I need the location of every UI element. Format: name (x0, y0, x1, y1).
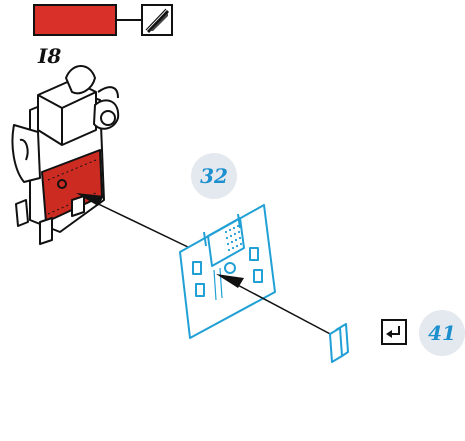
step-callout-32: 32 (191, 153, 237, 199)
callout-bubble (419, 310, 465, 356)
robot-body (11, 65, 120, 245)
panel-dot-grid (224, 224, 243, 252)
part-color-swatch (33, 4, 117, 36)
insert-arrow-bottom (216, 274, 335, 337)
part-label: I8 (37, 44, 61, 68)
callout-number: 32 (200, 164, 228, 188)
insert-arrow-top (76, 193, 191, 249)
step-callout-41: 41 (419, 310, 465, 356)
hatched-texture-icon (141, 4, 173, 36)
callout-number: 41 (428, 321, 456, 345)
part-legend: I8 (33, 4, 173, 68)
small-clip-part (329, 323, 349, 363)
return-arrow-icon (381, 319, 407, 345)
circuit-panel (179, 204, 276, 339)
callout-bubble (191, 153, 237, 199)
